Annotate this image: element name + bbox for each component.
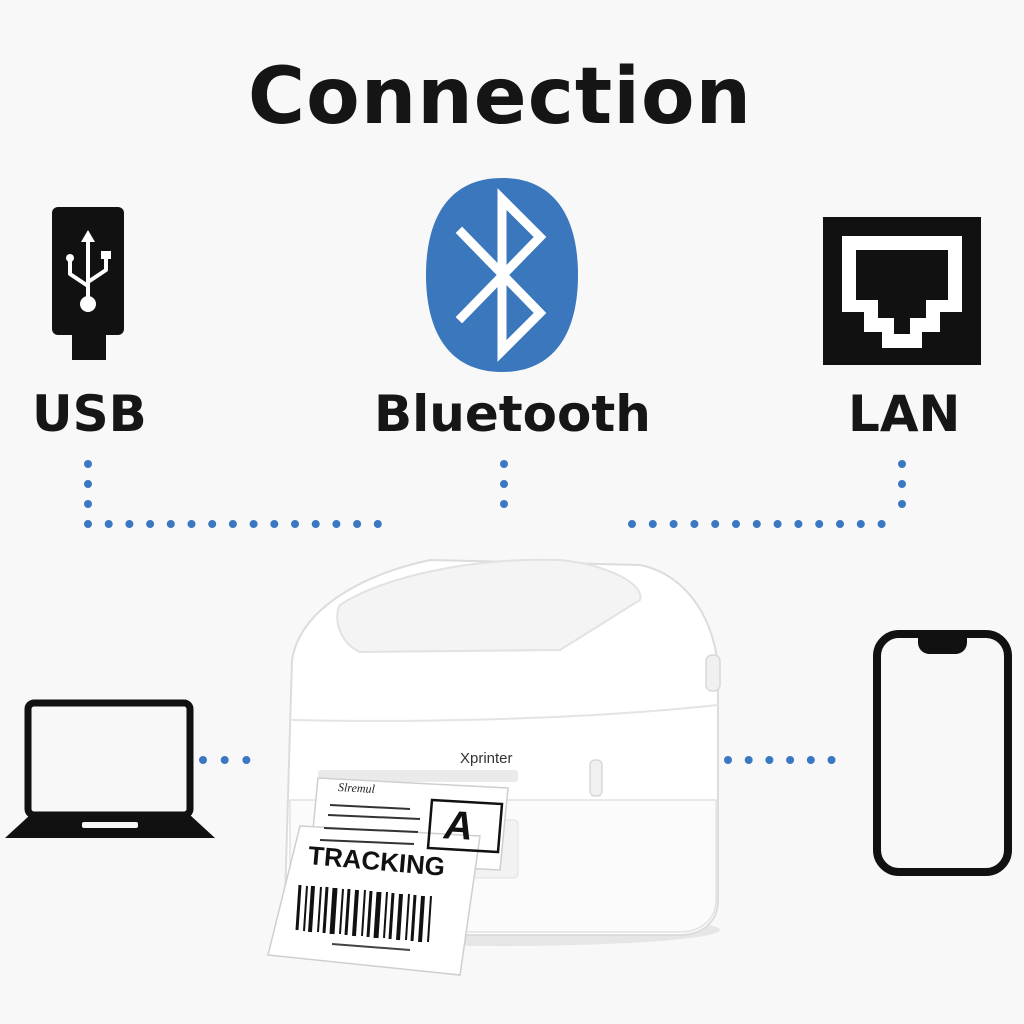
lan-label: LAN — [848, 385, 961, 443]
bluetooth-label: Bluetooth — [374, 385, 651, 443]
shipping-label — [267, 777, 509, 976]
laptop-icon — [5, 699, 215, 838]
label-printer — [267, 558, 721, 976]
printer-brand: Xprinter — [460, 750, 513, 767]
barcode — [295, 884, 432, 943]
usb-icon — [52, 207, 124, 360]
label-header-text: Slremul — [337, 780, 376, 796]
connector-lines — [84, 460, 906, 764]
page-title: Connection — [247, 52, 753, 142]
ethernet-port-icon — [823, 217, 981, 365]
label-sort-code: A — [442, 803, 475, 849]
bluetooth-icon — [426, 178, 578, 372]
smartphone-icon — [873, 630, 1012, 876]
usb-label: USB — [32, 385, 147, 443]
